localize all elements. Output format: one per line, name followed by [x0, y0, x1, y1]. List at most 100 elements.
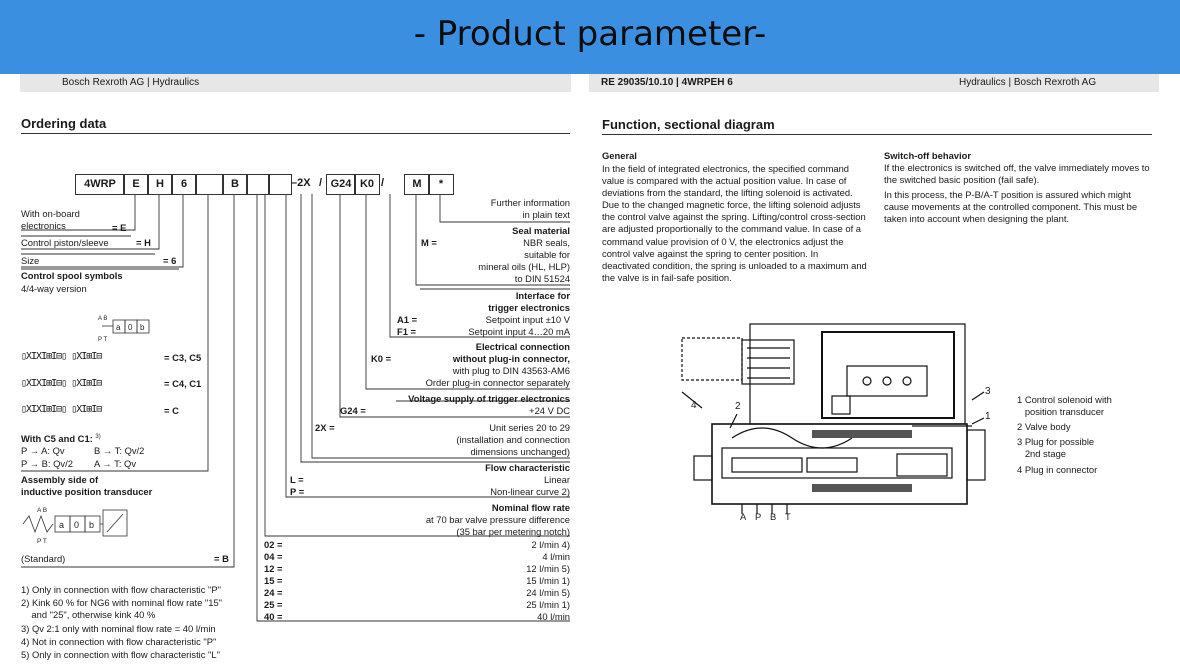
switchoff-heading: Switch-off behavior [884, 150, 971, 161]
nominal-1: at 70 bar valve pressure difference [425, 514, 570, 525]
value-onboard: = E [112, 222, 127, 233]
label-onboard-1: With on-board [21, 208, 80, 219]
flow-val: 4 l/min [542, 551, 570, 562]
svg-text:P T: P T [37, 538, 47, 545]
flow-val: 24 l/min 5) [526, 587, 570, 598]
title-banner: - Product parameter- [0, 0, 1180, 74]
code-box-connection: K0 [354, 174, 380, 195]
svg-text:P T: P T [98, 337, 107, 343]
value-spool-c3c5: = C3, C5 [164, 352, 202, 363]
ordering-connector-lines [21, 194, 570, 622]
footnote: 1) Only in connection with flow characte… [21, 584, 221, 595]
flow-key: 24 = [264, 587, 283, 598]
label-piston: Control piston/sleeve [21, 237, 109, 248]
label-assembly-1: Assembly side of [21, 474, 99, 485]
ordering-heading: Ordering data [21, 116, 107, 131]
seal-key: M = [421, 237, 437, 248]
label-standard: (Standard) [21, 553, 66, 564]
flow-key: 40 = [264, 611, 283, 622]
flow-key: 25 = [264, 599, 283, 610]
left-page-header: Bosch Rexroth AG | Hydraulics [20, 74, 571, 92]
flowchar-p-key: P = [290, 486, 305, 497]
elec-2: Order plug-in connector separately [425, 377, 570, 388]
flow-at: A → T: Qv [94, 458, 137, 469]
code-box-flowrate [246, 174, 270, 195]
left-header-text: Bosch Rexroth AG | Hydraulics [62, 77, 200, 88]
port-p: P [755, 511, 762, 522]
label-spool-heading: Control spool symbols [21, 270, 123, 281]
elec-1: with plug to DIN 43563-AM6 [452, 365, 570, 376]
svg-text:b: b [89, 520, 94, 530]
banner-title: - Product parameter- [413, 14, 767, 54]
unit-3: dimensions unchanged) [470, 446, 570, 457]
seal-head: Seal material [512, 225, 570, 236]
label-spool-sub: 4/4-way version [21, 283, 87, 294]
flow-key: 04 = [264, 551, 283, 562]
callout-1: 1 [985, 411, 991, 422]
right-page-header: RE 29035/10.10 | 4WRPEH 6 Hydraulics | B… [589, 74, 1159, 92]
nominal-head: Nominal flow rate [491, 502, 570, 513]
code-box-voltage: G24 [326, 174, 356, 195]
seal-4: to DIN 51524 [514, 273, 570, 284]
svg-text:0: 0 [74, 520, 79, 530]
footnote: 2) Kink 60 % for NG6 with nominal flow r… [21, 597, 223, 608]
flowchar-p: Non-linear curve 2) [490, 486, 570, 497]
code-slash-1: / [319, 177, 323, 189]
svg-text:a: a [59, 520, 64, 530]
flow-val: 15 l/min 1) [526, 575, 570, 586]
port-a: A [740, 511, 747, 522]
label-onboard-2: electronics [21, 220, 66, 231]
flow-bt: B → T: Qv/2 [94, 445, 145, 456]
flow-val: 25 l/min 1) [526, 599, 570, 610]
code-box-electronics: E [123, 174, 149, 195]
value-spool-c4c1: = C4, C1 [164, 378, 202, 389]
code-slash-2: / [381, 177, 385, 189]
code-unit-series: –2X [291, 177, 311, 189]
code-box-further: * [428, 174, 454, 195]
svg-text:a: a [116, 323, 121, 332]
function-heading-rule [602, 134, 1152, 135]
code-box-type: 4WRP [75, 174, 125, 195]
seal-2: suitable for [524, 249, 570, 260]
spool-symbols-c3c5: ▯XIXI⊞I⊟▯ ▯XI⊞I⊟ [21, 351, 102, 362]
iface-head-2: trigger electronics [488, 302, 570, 313]
flowchar-head: Flow characteristic [485, 462, 570, 473]
iface-a1: Setpoint input ±10 V [485, 314, 570, 325]
seal-1: NBR seals, [523, 237, 570, 248]
svg-text:A B: A B [98, 316, 107, 322]
code-box-flowchar [268, 174, 292, 195]
svg-text:0: 0 [128, 323, 133, 332]
flowchar-l-key: L = [290, 474, 304, 485]
footnote: 5) Only in connection with flow characte… [21, 649, 220, 660]
right-header-text: Hydraulics | Bosch Rexroth AG [959, 77, 1097, 88]
legend-item: 3 Plug for possible [1017, 436, 1095, 447]
value-standard: = B [214, 553, 229, 564]
switchoff-text-1: If the electronics is switched off, the … [884, 162, 1150, 186]
code-box-seal: M [404, 174, 430, 195]
unit-2: (installation and connection [456, 434, 570, 445]
sectional-diagram [681, 323, 986, 514]
unit-1: Unit series 20 to 29 [489, 422, 570, 433]
flow-val: 2 l/min 4) [531, 539, 570, 550]
flowchar-l: Linear [543, 474, 570, 485]
further-2: in plain text [522, 209, 570, 220]
legend-item: 1 Control solenoid with [1017, 394, 1112, 405]
callout-2: 2 [735, 401, 741, 412]
callout-3: 3 [985, 386, 991, 397]
label-c5c1-heading: With C5 and C1: 3) [21, 433, 101, 445]
code-box-size: 6 [171, 174, 197, 195]
iface-head-1: Interface for [515, 290, 570, 301]
legend-item: position transducer [1017, 406, 1105, 417]
spool-symbols-c: ▯XIXI⊞I⊟▯ ▯XI⊞I⊟ [21, 404, 102, 415]
nominal-2: (35 bar per metering notch) [456, 526, 570, 537]
footnote: 4) Not in connection with flow character… [21, 636, 217, 647]
elec-head-2: without plug-in connector, [452, 353, 570, 364]
spool-symbols-c4c1: ▯XIXI⊞I⊟▯ ▯XI⊞I⊟ [21, 378, 102, 389]
general-text: In the field of integrated electronics, … [602, 163, 867, 283]
value-piston: = H [136, 237, 151, 248]
legend-item: 2 Valve body [1017, 421, 1071, 432]
heading-rule [21, 133, 570, 134]
code-box-piston: H [147, 174, 173, 195]
label-assembly-2: inductive position transducer [21, 486, 153, 497]
iface-a1-key: A1 = [397, 314, 418, 325]
